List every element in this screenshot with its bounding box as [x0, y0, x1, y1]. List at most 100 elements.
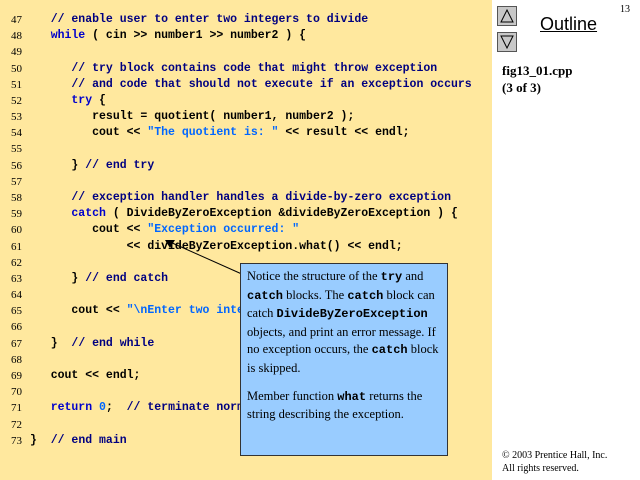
code-line: 70	[0, 384, 22, 400]
code-term: DivideByZeroException	[276, 307, 428, 322]
code-line: 53 result = quotient( number1, number2 )…	[0, 109, 354, 125]
code-token: << result << endl;	[278, 126, 410, 140]
code-token: result = quotient( number1, number2 );	[30, 110, 355, 124]
code-term: catch	[347, 288, 384, 303]
outline-sidebar	[492, 0, 640, 480]
code-token: return	[30, 401, 93, 415]
code-line: 56 } // end try	[0, 158, 154, 174]
arrowhead-icon	[165, 240, 175, 248]
line-number: 58	[11, 191, 22, 204]
code-token: 0	[92, 401, 106, 415]
code-line: 68	[0, 352, 22, 368]
code-token: ;	[105, 401, 127, 415]
line-number: 50	[11, 62, 22, 75]
code-token: // end main	[50, 433, 127, 447]
code-term: try	[380, 270, 403, 284]
code-text: try {	[30, 93, 106, 109]
copyright-line-2: All rights reserved.	[502, 463, 579, 474]
code-term: catch	[371, 343, 408, 358]
line-number: 65	[11, 305, 22, 318]
code-token: }	[30, 433, 51, 447]
line-number: 68	[11, 353, 22, 366]
code-line: 51 // and code that should not execute i…	[0, 77, 472, 93]
line-number: 53	[11, 111, 22, 124]
callout-paragraph-1: Notice the structure of the try and catc…	[247, 268, 441, 378]
code-text: catch ( DivideByZeroException &divideByZ…	[30, 206, 458, 222]
next-slide-button[interactable]	[497, 32, 517, 52]
code-token: cout << endl;	[30, 368, 141, 382]
code-term: what	[337, 389, 367, 404]
code-line: 73} // end main	[0, 433, 127, 449]
code-term: catch	[247, 288, 284, 303]
line-number: 67	[11, 337, 22, 350]
code-line: 66	[0, 319, 22, 335]
outline-link[interactable]: Outline	[540, 14, 598, 34]
code-line: 50 // try block contains code that might…	[0, 61, 437, 77]
code-text: cout << "Exception occurred: "	[30, 222, 299, 238]
line-number: 66	[11, 321, 22, 334]
code-text: cout << "The quotient is: " << result <<…	[30, 125, 410, 141]
code-token: try	[30, 93, 93, 107]
code-text: // and code that should not execute if a…	[30, 77, 472, 93]
code-token: ( cin >> number1 >> number2 ) {	[85, 29, 307, 43]
callout-text: Member function	[247, 388, 338, 403]
explanation-callout: Notice the structure of the try and catc…	[240, 263, 448, 456]
code-text: } // end catch	[30, 271, 168, 287]
code-text: result = quotient( number1, number2 );	[30, 109, 354, 125]
code-token: // exception handler handles a divide-by…	[30, 190, 451, 204]
code-text: } // end while	[30, 336, 155, 352]
code-token: cout <<	[30, 304, 127, 318]
code-token: {	[92, 93, 106, 107]
line-number: 57	[11, 175, 22, 188]
line-number: 55	[11, 143, 22, 156]
code-line: 59 catch ( DivideByZeroException &divide…	[0, 206, 458, 222]
code-token: // and code that should not execute if a…	[30, 77, 472, 91]
code-token: }	[30, 271, 86, 285]
page-number: 13	[620, 4, 630, 15]
code-line: 61 << divideByZeroException.what() << en…	[0, 239, 403, 255]
line-number: 69	[11, 369, 22, 382]
code-token: // end catch	[85, 271, 169, 285]
code-line: 60 cout << "Exception occurred: "	[0, 222, 299, 238]
line-number: 47	[11, 14, 22, 26]
code-text: // enable user to enter two integers to …	[30, 12, 368, 28]
code-token: "Exception occurred: "	[147, 223, 300, 237]
line-number: 59	[11, 208, 22, 221]
code-token: ( DivideByZeroException &divideByZeroExc…	[105, 207, 458, 221]
line-number: 56	[11, 159, 22, 172]
previous-slide-button[interactable]	[497, 6, 517, 26]
code-token: // end while	[71, 336, 155, 350]
callout-text: blocks. The	[283, 287, 348, 302]
callout-text: block can catch	[247, 287, 435, 321]
line-number: 70	[11, 386, 22, 399]
line-number: 60	[11, 224, 22, 237]
callout-text: block is skipped.	[247, 342, 439, 375]
code-token: // end try	[85, 158, 155, 172]
line-number: 54	[11, 127, 22, 140]
callout-text: returns the string describing the except…	[247, 388, 423, 422]
file-name: fig13_01.cpp	[502, 63, 573, 78]
code-token: catch	[30, 207, 106, 221]
code-text: } // end try	[30, 158, 154, 174]
triangle-up-icon	[500, 9, 514, 23]
code-line: 57	[0, 174, 22, 190]
line-number: 61	[11, 240, 22, 253]
line-number: 48	[11, 30, 22, 43]
line-number: 63	[11, 272, 22, 285]
code-line: 69 cout << endl;	[0, 368, 140, 384]
line-number: 51	[11, 78, 22, 91]
code-token: // try block contains code that might th…	[30, 61, 438, 75]
line-number: 64	[11, 289, 22, 302]
code-token: while	[30, 29, 86, 43]
callout-text: Notice the structure of the	[247, 269, 381, 283]
code-text: << divideByZeroException.what() << endl;	[30, 239, 403, 255]
code-line: 58 // exception handler handles a divide…	[0, 190, 451, 206]
code-token: cout <<	[30, 126, 148, 140]
copyright-line-1: © 2003 Prentice Hall, Inc.	[502, 450, 608, 461]
code-line: 72	[0, 417, 22, 433]
code-line: 52 try {	[0, 93, 106, 109]
code-token: }	[30, 158, 86, 172]
code-text: while ( cin >> number1 >> number2 ) {	[30, 28, 306, 44]
page-info: (3 of 3)	[502, 80, 541, 95]
